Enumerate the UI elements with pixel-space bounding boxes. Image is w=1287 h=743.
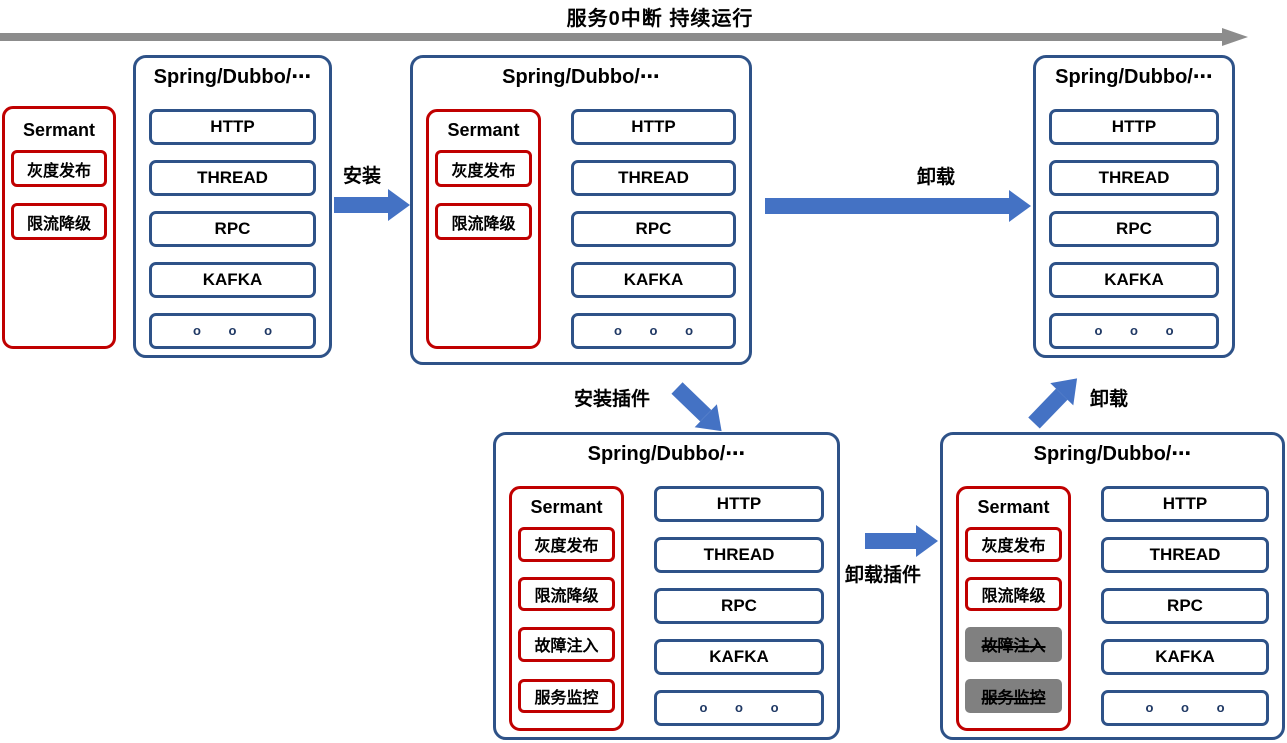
uninstall-arrow-icon: [765, 190, 1031, 222]
framework-chip-more: o o o: [654, 690, 824, 726]
sermant-box: Sermant 灰度发布 限流降级 故障注入 服务监控: [509, 486, 624, 731]
framework-chip-http: HTTP: [1101, 486, 1269, 522]
app-box-top-right: Spring/Dubbo/⋯ HTTP THREAD RPC KAFKA o o…: [1033, 55, 1235, 358]
install-arrow-label: 安装: [342, 166, 381, 187]
app-box-top-middle: Spring/Dubbo/⋯ Sermant 灰度发布 限流降级 HTTP TH…: [410, 55, 752, 365]
uninstall-plugin-arrow-icon: [865, 525, 938, 557]
timeline-arrowhead-icon: [1222, 28, 1248, 46]
framework-list: HTTP THREAD RPC KAFKA o o o: [149, 109, 316, 349]
framework-chip-thread: THREAD: [1101, 537, 1269, 573]
app-title: Spring/Dubbo/⋯: [153, 66, 312, 88]
plugin-chip-rate-limit: 限流降级: [435, 203, 532, 240]
install-arrow-icon: [334, 189, 410, 221]
framework-list: HTTP THREAD RPC KAFKA o o o: [571, 109, 736, 349]
framework-chip-thread: THREAD: [1049, 160, 1219, 196]
timeline-arrow-icon: [0, 33, 1222, 41]
plugin-chip-gray-release: 灰度发布: [518, 527, 615, 562]
plugin-chip-gray-release: 灰度发布: [965, 527, 1062, 562]
framework-chip-kafka: KAFKA: [149, 262, 316, 298]
framework-chip-kafka: KAFKA: [1049, 262, 1219, 298]
framework-chip-http: HTTP: [654, 486, 824, 522]
plugin-chip-gray-release: 灰度发布: [435, 150, 532, 187]
app-title: Spring/Dubbo/⋯: [587, 443, 746, 465]
plugin-chip-service-monitor: 服务监控: [518, 678, 615, 713]
sermant-title: Sermant: [530, 497, 603, 517]
framework-chip-more: o o o: [1049, 313, 1219, 349]
app-title: Spring/Dubbo/⋯: [1055, 66, 1213, 88]
app-box-top-left: Spring/Dubbo/⋯ HTTP THREAD RPC KAFKA o o…: [133, 55, 332, 358]
app-box-bottom-middle: Spring/Dubbo/⋯ Sermant 灰度发布 限流降级 故障注入 服务…: [493, 432, 840, 740]
sermant-title: Sermant: [447, 120, 520, 140]
framework-chip-http: HTTP: [571, 109, 736, 145]
framework-list: HTTP THREAD RPC KAFKA o o o: [654, 486, 824, 726]
framework-chip-more: o o o: [571, 313, 736, 349]
framework-chip-rpc: RPC: [571, 211, 736, 247]
framework-chip-rpc: RPC: [149, 211, 316, 247]
plugin-chip-gray-release: 灰度发布: [11, 150, 107, 187]
framework-chip-rpc: RPC: [1101, 588, 1269, 624]
app-title: Spring/Dubbo/⋯: [502, 66, 660, 88]
framework-list: HTTP THREAD RPC KAFKA o o o: [1101, 486, 1269, 726]
framework-chip-kafka: KAFKA: [1101, 639, 1269, 675]
framework-chip-more: o o o: [1101, 690, 1269, 726]
framework-chip-more: o o o: [149, 313, 316, 349]
app-title: Spring/Dubbo/⋯: [1033, 443, 1192, 465]
standalone-sermant-box: Sermant 灰度发布 限流降级: [2, 106, 116, 349]
sermant-box: Sermant 灰度发布 限流降级: [426, 109, 541, 349]
timeline-label: 服务0中断 持续运行: [566, 8, 754, 30]
uninstall-plugin-arrow-label: 卸载插件: [845, 565, 922, 586]
plugin-chip-service-monitor-disabled: 服务监控: [965, 678, 1062, 713]
framework-chip-rpc: RPC: [654, 588, 824, 624]
install-plugin-arrow-label: 安装插件: [574, 389, 651, 410]
framework-chip-kafka: KAFKA: [571, 262, 736, 298]
framework-chip-http: HTTP: [149, 109, 316, 145]
uninstall-arrow-label: 卸载: [916, 167, 955, 188]
framework-chip-kafka: KAFKA: [654, 639, 824, 675]
plugin-chip-fault-injection-disabled: 故障注入: [965, 627, 1062, 662]
uninstall-up-arrow-icon: [1022, 367, 1089, 434]
framework-chip-thread: THREAD: [149, 160, 316, 196]
framework-chip-http: HTTP: [1049, 109, 1219, 145]
plugin-chip-rate-limit: 限流降级: [11, 203, 107, 240]
plugin-chip-fault-injection: 故障注入: [518, 627, 615, 662]
plugin-chip-rate-limit: 限流降级: [518, 576, 615, 611]
framework-chip-thread: THREAD: [571, 160, 736, 196]
sermant-box: Sermant 灰度发布 限流降级 故障注入 服务监控: [956, 486, 1071, 731]
uninstall-up-arrow-label: 卸载: [1090, 389, 1129, 410]
app-box-bottom-right: Spring/Dubbo/⋯ Sermant 灰度发布 限流降级 故障注入 服务…: [940, 432, 1285, 740]
sermant-title: Sermant: [22, 120, 96, 140]
framework-chip-thread: THREAD: [654, 537, 824, 573]
sermant-title: Sermant: [977, 497, 1050, 517]
framework-list: HTTP THREAD RPC KAFKA o o o: [1049, 109, 1219, 349]
framework-chip-rpc: RPC: [1049, 211, 1219, 247]
plugin-chip-rate-limit: 限流降级: [965, 576, 1062, 611]
